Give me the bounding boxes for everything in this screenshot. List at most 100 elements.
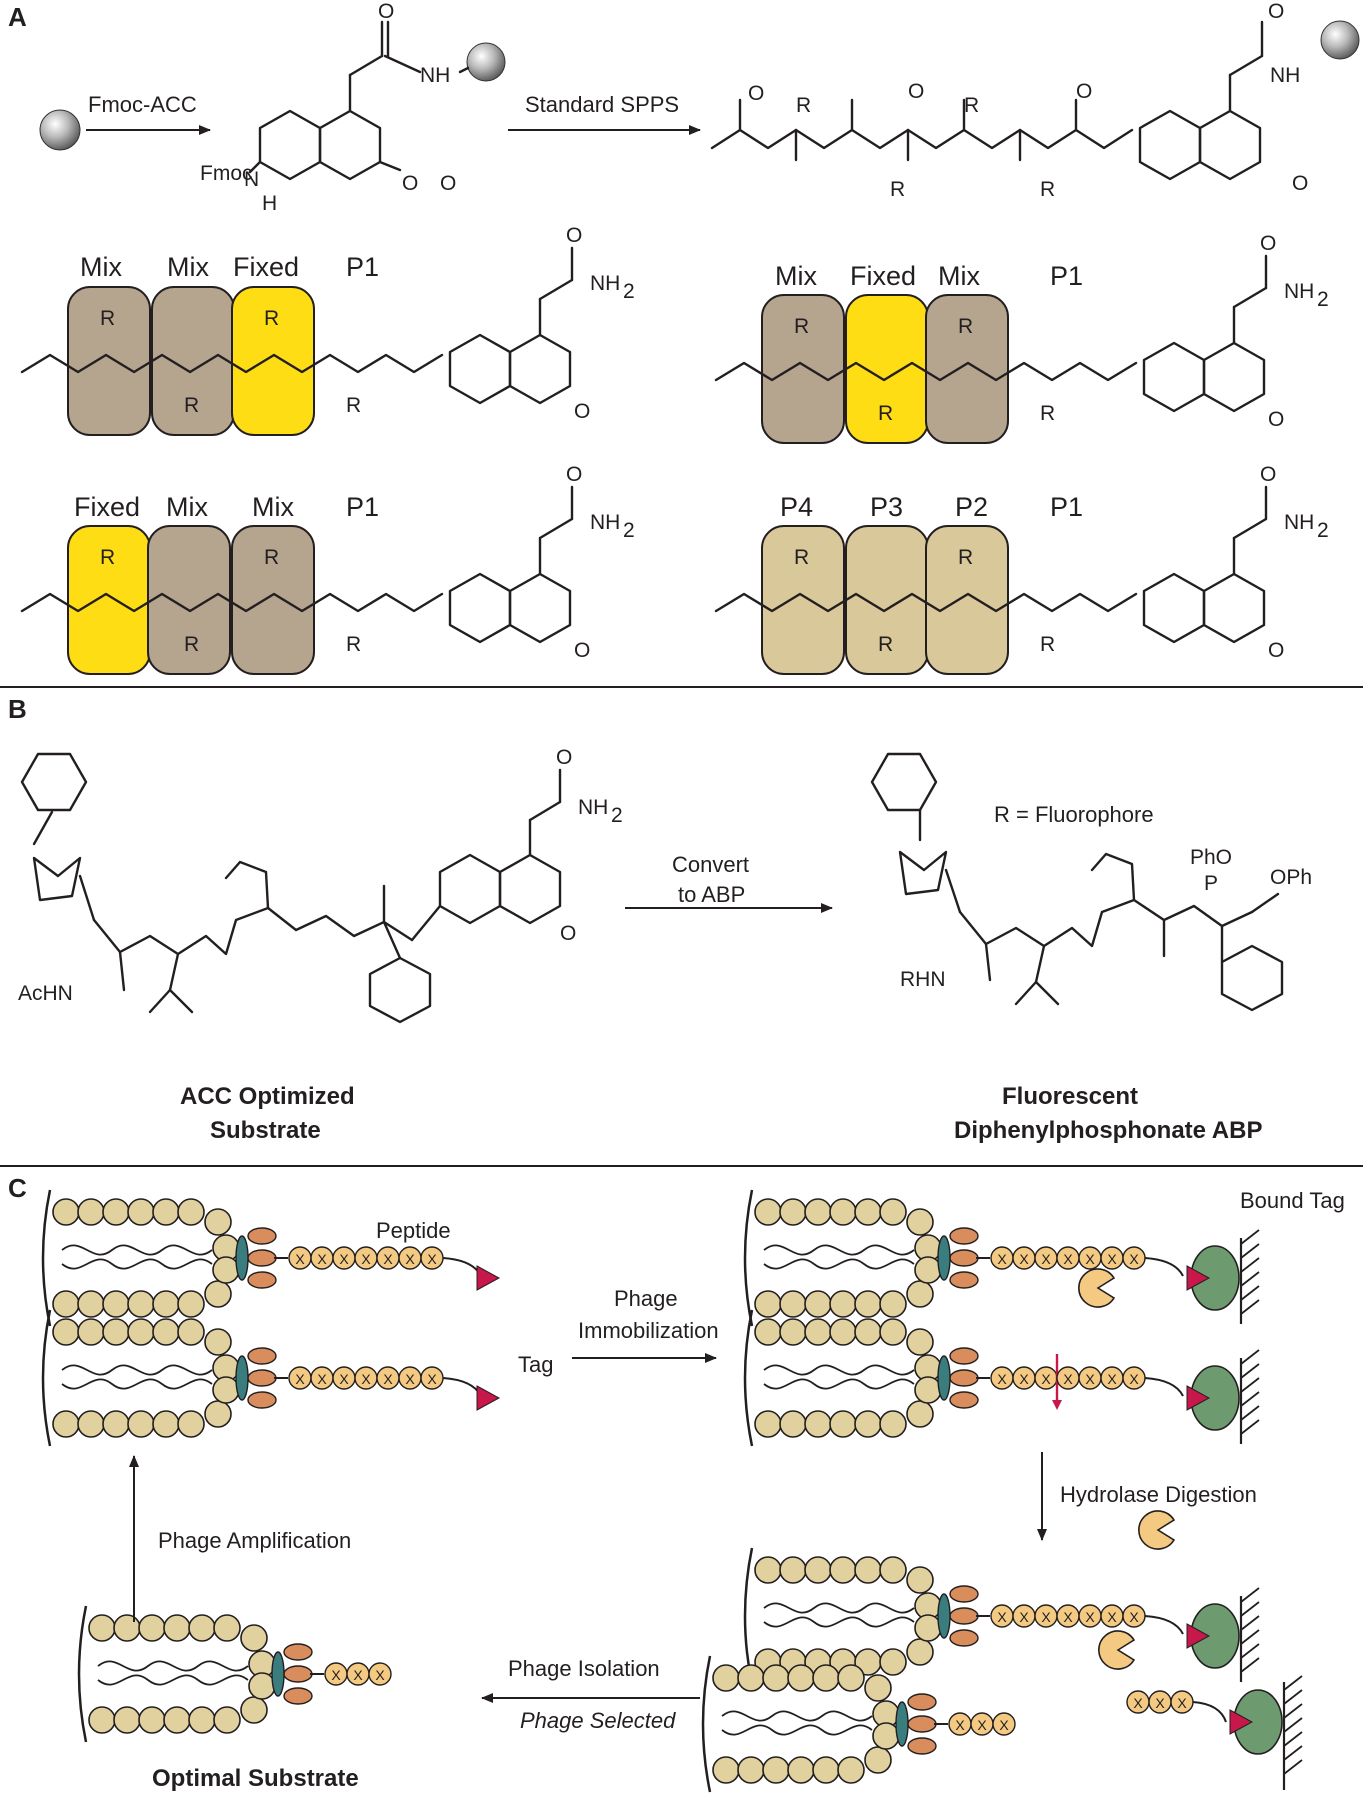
tag-triangle (476, 1385, 501, 1411)
residue-x: X (1133, 1695, 1143, 1711)
capsid-bead (152, 1290, 180, 1318)
atom-r: R (794, 315, 809, 338)
capsid-bead (88, 1614, 116, 1642)
atom-n: N (244, 168, 259, 191)
subscript-2: 2 (623, 280, 635, 303)
coat-protein (283, 1665, 313, 1683)
coat-protein (247, 1227, 277, 1245)
surface-hatch (1240, 1419, 1260, 1435)
capsid-bead (152, 1410, 180, 1438)
capsid-bead (52, 1318, 80, 1346)
tag-label: Tag (518, 1352, 553, 1377)
atom-r: R (1040, 178, 1055, 201)
fmoc-label: Fmoc (200, 162, 253, 185)
residue-x: X (383, 1371, 393, 1387)
coat-protein (247, 1249, 277, 1267)
atom-o: O (1268, 0, 1284, 23)
coat-protein (247, 1369, 277, 1387)
capsid-bead (77, 1290, 105, 1318)
capsid-bead (163, 1706, 191, 1734)
coat-protein (907, 1715, 937, 1733)
dna-strand (763, 1364, 915, 1376)
coat-protein (949, 1369, 979, 1387)
bound-tag-label: Bound Tag (1240, 1188, 1345, 1213)
residue-x: X (1107, 1609, 1117, 1625)
atom-r: R (100, 546, 115, 569)
atom-nh2: NH (590, 511, 620, 534)
library-p4-p3-p2-p1: P4 P3 P2 P1 O NH 2 O R R R R (714, 463, 1329, 675)
position-label: P2 (955, 492, 988, 522)
capsid-bead (204, 1400, 232, 1428)
atom-o: O (908, 80, 924, 103)
residue-x: X (331, 1667, 341, 1683)
capsid-bead (854, 1198, 882, 1226)
abp-structure: RHN P PhO OPh R = Fluorophore Fluorescen… (870, 752, 1312, 1144)
capsid-bead (127, 1318, 155, 1346)
residue-x: X (1041, 1371, 1051, 1387)
dna-strand (97, 1674, 249, 1686)
capsid-bead (829, 1556, 857, 1584)
dna-strand (763, 1602, 915, 1614)
capsid-bead (879, 1410, 907, 1438)
capsid-bead (762, 1664, 790, 1692)
phage-end-cap (743, 1189, 754, 1327)
dna-strand (721, 1710, 873, 1722)
subscript-2: 2 (623, 519, 635, 542)
atom-o: O (566, 463, 582, 486)
capsid-bead (812, 1756, 840, 1784)
capsid-bead (787, 1664, 815, 1692)
fmoc-acc-resin-structure: O NH O O Fmoc N H (200, 0, 506, 215)
tag-triangle (1186, 1623, 1211, 1649)
residue-x: X (1155, 1695, 1165, 1711)
surface-hatch (1240, 1643, 1260, 1659)
right-caption-line1: Fluorescent (1002, 1083, 1138, 1110)
tag-triangle (1186, 1385, 1211, 1411)
atom-o: O (748, 82, 764, 105)
capsid-bead (879, 1198, 907, 1226)
coat-protein (283, 1643, 313, 1661)
capsid-bead (240, 1624, 268, 1652)
residue-x: X (1019, 1609, 1029, 1625)
position-label: P1 (346, 492, 379, 522)
coat-tip (235, 1355, 249, 1401)
capsid-bead (837, 1664, 865, 1692)
atom-r: R (184, 633, 199, 656)
atom-r: R (878, 402, 893, 425)
residue-x: X (353, 1667, 363, 1683)
capsid-bead (754, 1556, 782, 1584)
position-label: P1 (346, 252, 379, 282)
panel-b: AcHN O NH 2 O ACC Optimized Substrate Co… (18, 746, 1312, 1144)
left-caption-line1: ACC Optimized (180, 1083, 355, 1110)
capsid-bead (879, 1648, 907, 1676)
coat-tip (937, 1593, 951, 1639)
surface-hatch (1240, 1257, 1260, 1273)
dna-strand (61, 1378, 213, 1390)
atom-o: O (440, 172, 456, 195)
cleavage-arrow-head (1052, 1400, 1062, 1410)
capsid-bead (829, 1318, 857, 1346)
capsid-bead (212, 1376, 240, 1404)
atom-o: O (556, 746, 572, 769)
linker (442, 1257, 482, 1277)
coat-protein (907, 1737, 937, 1755)
capsid-bead (737, 1664, 765, 1692)
capsid-bead (779, 1290, 807, 1318)
capsid-bead (177, 1410, 205, 1438)
coat-protein (949, 1227, 979, 1245)
residue-x: X (1129, 1609, 1139, 1625)
capsid-bead (812, 1664, 840, 1692)
surface-hatch (1240, 1615, 1260, 1631)
atom-r: R (878, 633, 893, 656)
capsid-bead (829, 1198, 857, 1226)
capsid-bead (906, 1638, 934, 1666)
coat-protein (949, 1607, 979, 1625)
capsid-bead (102, 1318, 130, 1346)
dna-strand (763, 1244, 915, 1256)
acc-substrate-structure: AcHN O NH 2 O ACC Optimized Substrate (18, 746, 623, 1144)
atom-r: R (264, 307, 279, 330)
atom-nh2: NH (578, 796, 608, 819)
surface-hatch (1240, 1601, 1260, 1617)
